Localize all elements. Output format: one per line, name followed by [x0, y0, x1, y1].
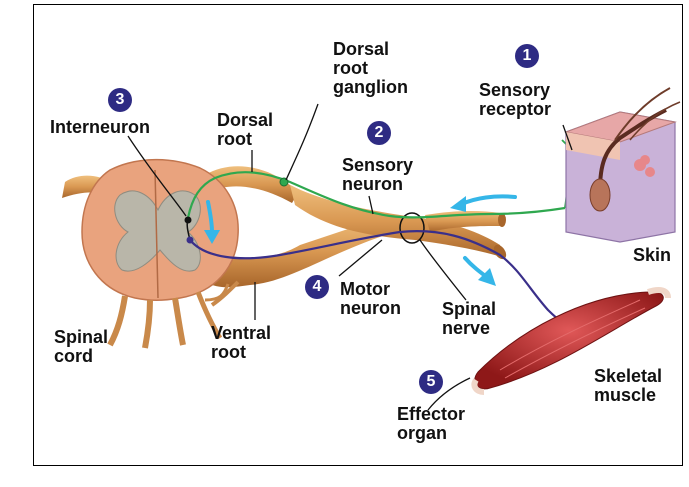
- spinal-nerve-label: Spinal nerve: [442, 300, 496, 338]
- skin-block: [566, 88, 680, 242]
- skin-label: Skin: [633, 246, 671, 265]
- interneuron-label: Interneuron: [50, 118, 150, 137]
- dorsal-root-label: Dorsal root: [217, 111, 273, 149]
- spinal-cord-label: Spinal cord: [54, 328, 108, 366]
- sensory-arrowhead: [450, 196, 466, 212]
- effector-organ-label: Effector organ: [397, 405, 465, 443]
- sensory-neuron-label: Sensory neuron: [342, 156, 413, 194]
- ventral-root-label: Ventral root: [211, 324, 271, 362]
- interneuron-cell: [185, 217, 192, 224]
- motor-neuron-label: Motor neuron: [340, 280, 401, 318]
- sensory-receptor-label: Sensory receptor: [479, 81, 551, 119]
- step-4-badge: 4: [305, 275, 329, 299]
- dorsal-root-ganglion-label: Dorsal root ganglion: [333, 40, 408, 97]
- step-3-badge: 3: [108, 88, 132, 112]
- step-1-badge: 1: [515, 44, 539, 68]
- sensory-impulse-arrow: [462, 196, 515, 204]
- step-5-badge: 5: [419, 370, 443, 394]
- step-2-badge: 2: [367, 121, 391, 145]
- skeletal-muscle-label: Skeletal muscle: [594, 367, 662, 405]
